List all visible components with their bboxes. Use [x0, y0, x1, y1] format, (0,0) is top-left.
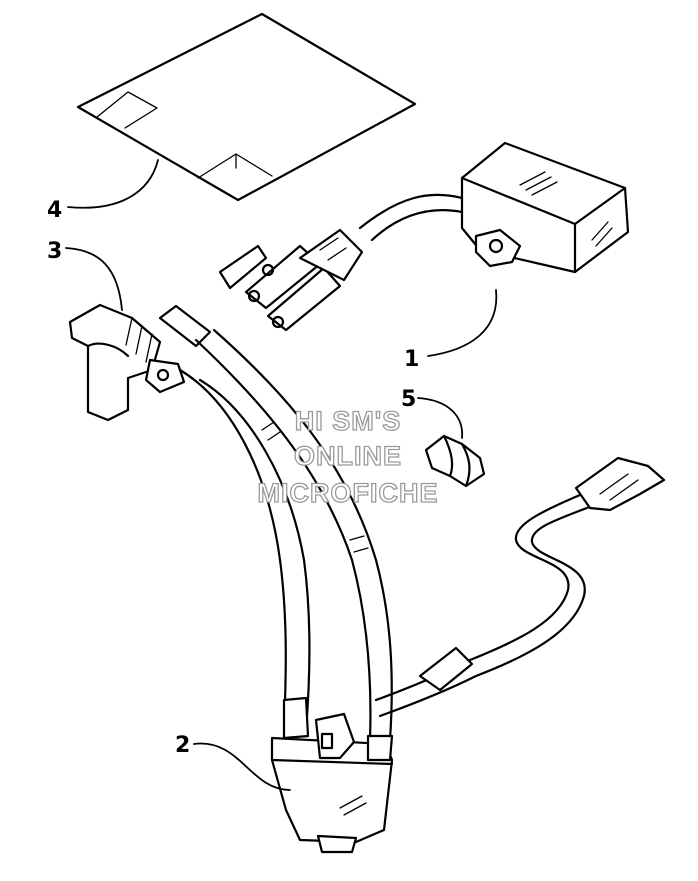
part-3-spark-plug-cap[interactable]	[68, 303, 186, 422]
leader-5	[417, 397, 463, 439]
callout-2: 2	[175, 733, 190, 758]
watermark-line-3: MICROFICHE	[258, 478, 439, 508]
part-4-decal-sheet[interactable]	[76, 12, 417, 202]
leader-4	[67, 159, 159, 209]
part-5-clip[interactable]	[424, 434, 486, 488]
leader-2	[193, 742, 291, 791]
leader-1	[427, 289, 498, 357]
watermark-line-1: HI SM'S	[295, 406, 401, 436]
watermark: HI SM'S ONLINE MICROFICHE	[257, 405, 439, 508]
callout-4: 4	[47, 198, 62, 223]
part-2-ignition-coil[interactable]	[158, 304, 666, 854]
callout-1: 1	[404, 347, 419, 372]
leader-lines	[65, 159, 498, 791]
callout-3: 3	[47, 239, 62, 264]
leader-3	[65, 247, 123, 311]
callout-5: 5	[401, 387, 416, 412]
part-1-cdi-module[interactable]	[218, 141, 630, 332]
watermark-line-2: ONLINE	[294, 441, 402, 471]
